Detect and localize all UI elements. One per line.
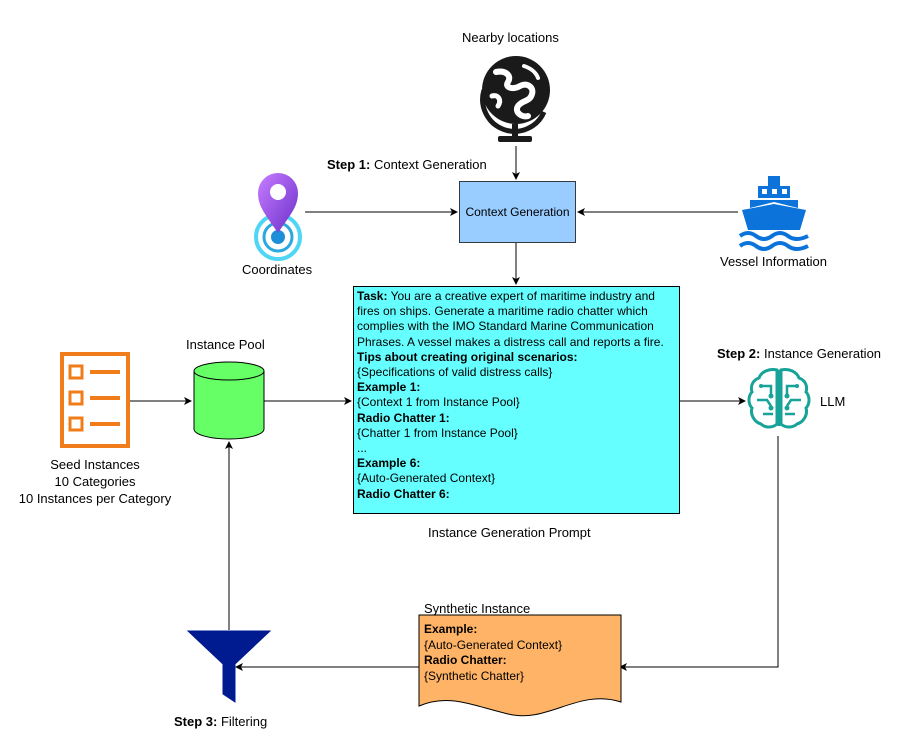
vessel-information-label: Vessel Information [720,254,827,269]
prompt-rc6-heading: Radio Chatter 6: [357,486,450,501]
instance-pool-label: Instance Pool [186,337,265,352]
checklist-icon [60,352,130,448]
prompt-ex1-text: {Context 1 from Instance Pool} [357,395,520,410]
instance-generation-prompt-box: Task: You are a creative expert of marit… [353,286,680,514]
synthetic-ex-text: {Auto-Generated Context} [424,637,563,652]
coordinates-label: Coordinates [242,262,313,277]
seed-line1: Seed Instances [50,457,140,472]
step1-label: Step 1: Context Generation [327,157,487,172]
synthetic-rc-text: {Synthetic Chatter} [424,668,525,683]
location-pin-icon [254,173,302,261]
database-icon [193,361,265,440]
ship-icon [738,176,809,251]
step2-label: Step 2: Instance Generation [717,346,882,361]
prompt-ex6-heading: Example 6: [357,456,421,471]
prompt-rc1-heading: Radio Chatter 1: [357,410,450,425]
nearby-locations-label: Nearby locations [462,30,559,45]
prompt-ex6-text: {Auto-Generated Context} [357,471,496,486]
seed-line2: 10 Categories [54,474,136,489]
synthetic-rc-heading: Radio Chatter: [424,653,507,667]
synthetic-instance-document [418,614,622,717]
llm-label: LLM [820,394,846,409]
context-generation-box: Context Generation [459,181,576,243]
seed-line3: 10 Instances per Category [18,491,172,506]
prompt-rc1-text: {Chatter 1 from Instance Pool} [357,425,518,440]
prompt-ex1-heading: Example 1: [357,380,421,395]
step3-label: Step 3: Filtering [174,714,268,729]
arrow-llm-to-synthetic [619,436,779,671]
prompt-ellipsis: ... [357,441,368,456]
brain-circuit-icon [747,368,811,429]
prompt-tips-text: {Specifications of valid distress calls} [357,365,553,380]
prompt-caption: Instance Generation Prompt [428,525,591,540]
prompt-task: Task: You are a creative expert of marit… [357,289,664,349]
synthetic-instance-text: Example: {Auto-Generated Context} Radio … [424,622,614,684]
context-generation-label: Context Generation [465,205,570,219]
prompt-tips-heading: Tips about creating original scenarios: [357,349,578,364]
synthetic-instance-title: Synthetic Instance [424,601,531,616]
funnel-icon [187,630,271,703]
globe-icon [480,56,550,142]
synthetic-ex-heading: Example: [424,622,478,636]
seed-instances-label: Seed Instances 10 Categories 10 Instance… [0,456,190,507]
